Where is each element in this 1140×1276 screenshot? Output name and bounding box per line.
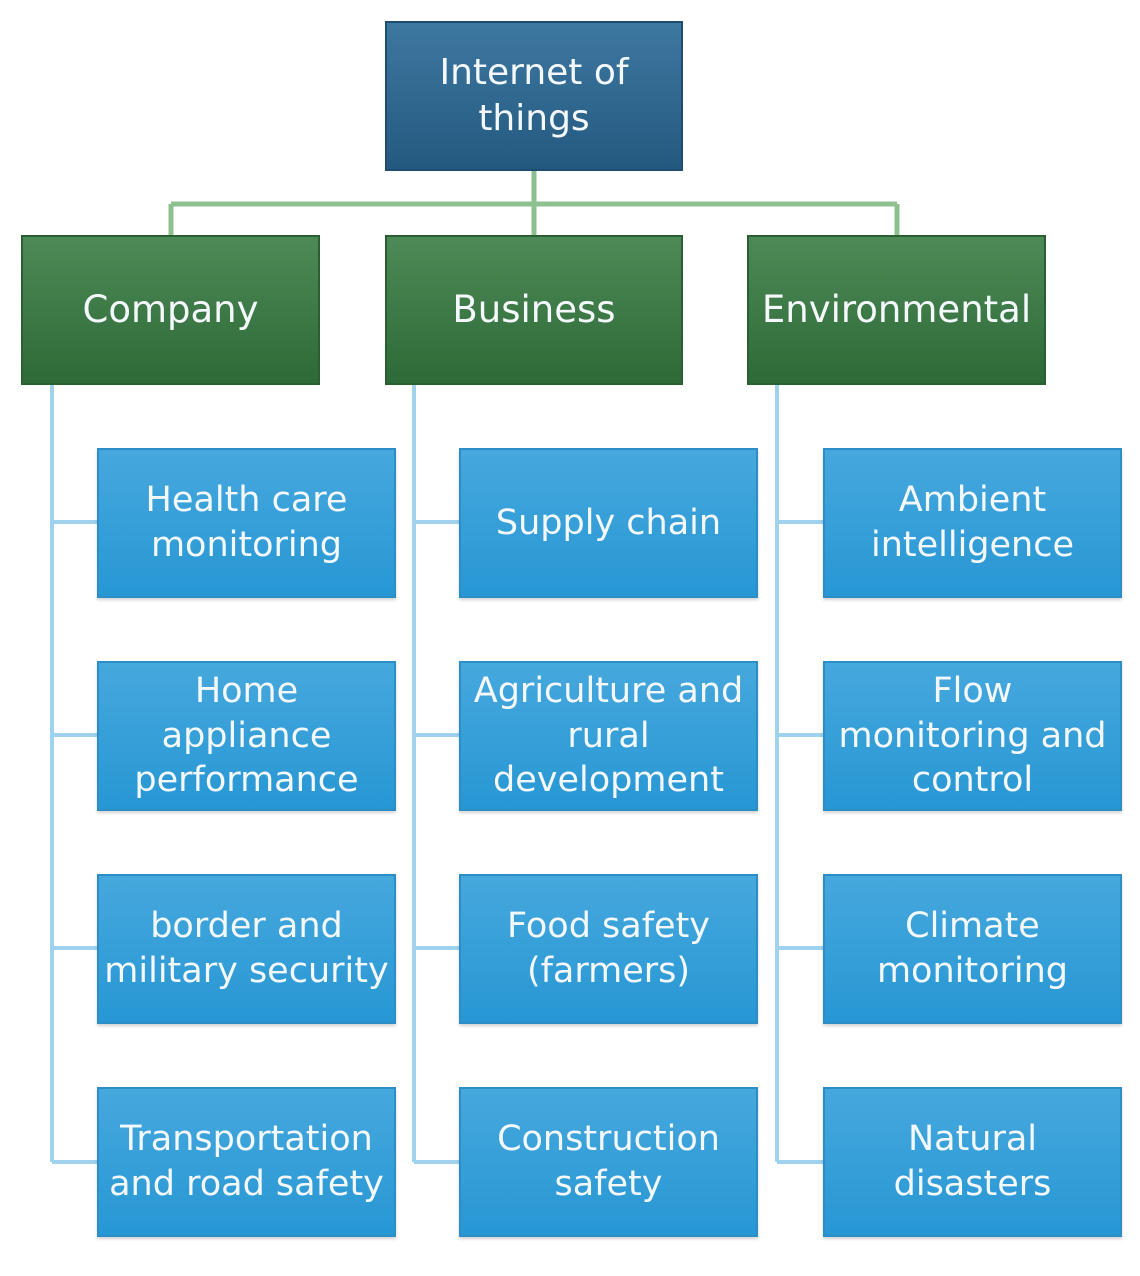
leaf-label: Construction safety xyxy=(497,1119,720,1204)
category-node-environmental: Environmental xyxy=(747,235,1046,385)
category-label-company: Company xyxy=(82,288,259,332)
category-label-environmental: Environmental xyxy=(761,288,1032,332)
leaf-label: Flow monitoring and control xyxy=(838,670,1107,801)
leaf-label: Supply chain xyxy=(495,502,722,543)
leaf-node: Ambient intelligence xyxy=(823,448,1122,598)
leaf-label: Climate monitoring xyxy=(876,906,1069,991)
category-node-business: Business xyxy=(385,235,683,385)
company-leaf-connectors xyxy=(50,384,98,1164)
leaf-node: Supply chain xyxy=(459,448,758,598)
leaf-label: border and military security xyxy=(104,906,389,991)
leaf-label: Ambient intelligence xyxy=(870,480,1075,565)
leaf-node: Transportation and road safety xyxy=(97,1087,396,1237)
leaf-node: Home appliance performance xyxy=(97,661,396,811)
leaf-node: border and military security xyxy=(97,874,396,1024)
leaf-label: Home appliance performance xyxy=(134,670,359,801)
environmental-leaf-connectors xyxy=(775,384,823,1164)
leaf-node: Health care monitoring xyxy=(97,448,396,598)
leaf-label: Transportation and road safety xyxy=(109,1119,384,1204)
root-node: Internet of things xyxy=(385,21,683,171)
root-connectors xyxy=(168,170,900,236)
leaf-node: Flow monitoring and control xyxy=(823,661,1122,811)
root-node-label: Internet of things xyxy=(439,51,629,139)
leaf-label: Agriculture and rural development xyxy=(473,670,744,801)
leaf-node: Construction safety xyxy=(459,1087,758,1237)
leaf-node: Agriculture and rural development xyxy=(459,661,758,811)
category-node-company: Company xyxy=(21,235,320,385)
leaf-label: Health care monitoring xyxy=(145,480,348,565)
category-label-business: Business xyxy=(452,288,616,332)
leaf-node: Food safety (farmers) xyxy=(459,874,758,1024)
leaf-node: Climate monitoring xyxy=(823,874,1122,1024)
business-leaf-connectors xyxy=(412,384,460,1164)
leaf-label: Food safety (farmers) xyxy=(506,906,711,991)
leaf-label: Natural disasters xyxy=(893,1119,1052,1204)
leaf-node: Natural disasters xyxy=(823,1087,1122,1237)
